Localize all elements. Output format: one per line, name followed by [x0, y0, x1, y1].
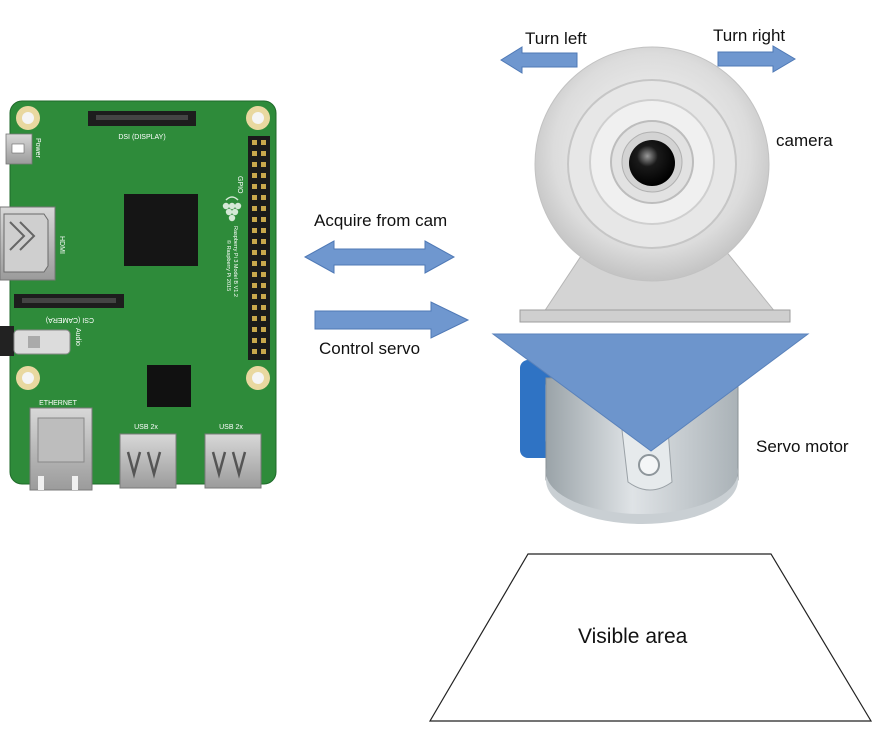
gpio-pin — [261, 305, 266, 310]
gpio-pin — [261, 206, 266, 211]
soc-chip — [124, 194, 198, 266]
power-label: Power — [34, 138, 41, 159]
hdmi-label: HDMI — [58, 236, 65, 254]
gpio-pin — [261, 283, 266, 288]
control-label: Control servo — [319, 339, 421, 358]
gpio-pin — [252, 283, 257, 288]
servo-motor-label: Servo motor — [756, 437, 849, 456]
gpio-pin — [252, 349, 257, 354]
gpio-pin — [252, 206, 257, 211]
view-cone-triangle — [491, 333, 810, 452]
model-line1: Raspberry Pi 3 Model B V1.2 — [232, 226, 238, 297]
usb1-label: USB 2x — [134, 424, 158, 431]
audio-jack — [0, 326, 71, 356]
gpio-pin — [261, 228, 266, 233]
camera-label: camera — [776, 131, 833, 150]
csi-label: CSI (CAMERA) — [46, 316, 94, 323]
usb-port-1 — [119, 433, 177, 489]
gpio-pin — [261, 151, 266, 156]
camera-device — [519, 46, 791, 323]
gpio-pin — [261, 217, 266, 222]
gpio-pin — [252, 316, 257, 321]
ram-chip — [147, 365, 191, 407]
gpio-pin — [252, 228, 257, 233]
turn-left-arrow — [500, 46, 578, 74]
gpio-pin — [261, 140, 266, 145]
gpio-pin — [261, 261, 266, 266]
camera-lens-icon — [629, 140, 675, 186]
usb-port-2 — [204, 433, 262, 489]
gpio-pin — [252, 327, 257, 332]
gpio-pin — [261, 195, 266, 200]
turn-right-label: Turn right — [713, 26, 786, 45]
ethernet-port — [29, 407, 93, 491]
gpio-pin — [252, 272, 257, 277]
model-line2: © Raspberry Pi 2015 — [225, 240, 232, 291]
dsi-label: DSI (DISPLAY) — [118, 134, 165, 141]
gpio-header — [248, 136, 270, 360]
gpio-pin — [252, 173, 257, 178]
audio-label: Audio — [74, 328, 81, 346]
raspberry-pi-board: DSI (DISPLAY) Power GPIO HDMI CSI (CAMER… — [0, 100, 277, 491]
raspberry-logo-icon — [222, 196, 242, 222]
gpio-pin — [252, 294, 257, 299]
mounting-holes — [16, 106, 270, 390]
gpio-pin — [252, 195, 257, 200]
gpio-pin — [252, 140, 257, 145]
gpio-pin — [252, 305, 257, 310]
gpio-pin — [261, 272, 266, 277]
usb2-label: USB 2x — [219, 424, 243, 431]
acquire-arrow — [303, 240, 456, 274]
gpio-pin — [261, 338, 266, 343]
control-arrow — [314, 301, 470, 339]
ethernet-label: ETHERNET — [39, 400, 77, 407]
gpio-pin — [261, 316, 266, 321]
gpio-pin — [261, 162, 266, 167]
gpio-pin — [252, 250, 257, 255]
gpio-pin — [261, 349, 266, 354]
gpio-pin — [252, 338, 257, 343]
gpio-pin — [261, 173, 266, 178]
gpio-label: GPIO — [236, 176, 243, 194]
turn-left-label: Turn left — [525, 29, 587, 48]
gpio-pin — [252, 261, 257, 266]
gpio-pin — [252, 162, 257, 167]
turn-right-arrow — [717, 45, 796, 73]
gpio-pin — [261, 250, 266, 255]
visible-area-label: Visible area — [578, 625, 688, 648]
gpio-pin — [261, 327, 266, 332]
gpio-pin — [252, 239, 257, 244]
gpio-pin — [261, 184, 266, 189]
gpio-pin — [252, 184, 257, 189]
gpio-pin — [261, 294, 266, 299]
acquire-label: Acquire from cam — [314, 211, 448, 230]
gpio-pin — [261, 239, 266, 244]
gpio-pin — [252, 151, 257, 156]
gpio-pin — [252, 217, 257, 222]
visible-area-trapezoid — [428, 553, 873, 722]
